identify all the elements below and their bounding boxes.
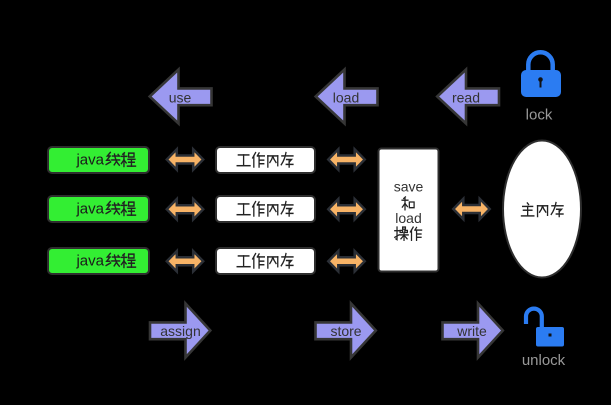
svg-text:load: load [333,90,359,106]
svg-text:java: java [75,152,104,169]
svg-text:store: store [330,323,361,339]
svg-text:save: save [394,179,424,195]
svg-text:read: read [452,90,480,106]
svg-text:java: java [75,201,104,218]
svg-text:use: use [169,90,192,106]
svg-text:write: write [456,323,487,339]
svg-text:load: load [395,210,421,226]
svg-text:lock: lock [526,107,553,124]
svg-text:java: java [75,253,104,270]
svg-text:unlock: unlock [522,352,566,369]
svg-text:assign: assign [160,323,200,339]
